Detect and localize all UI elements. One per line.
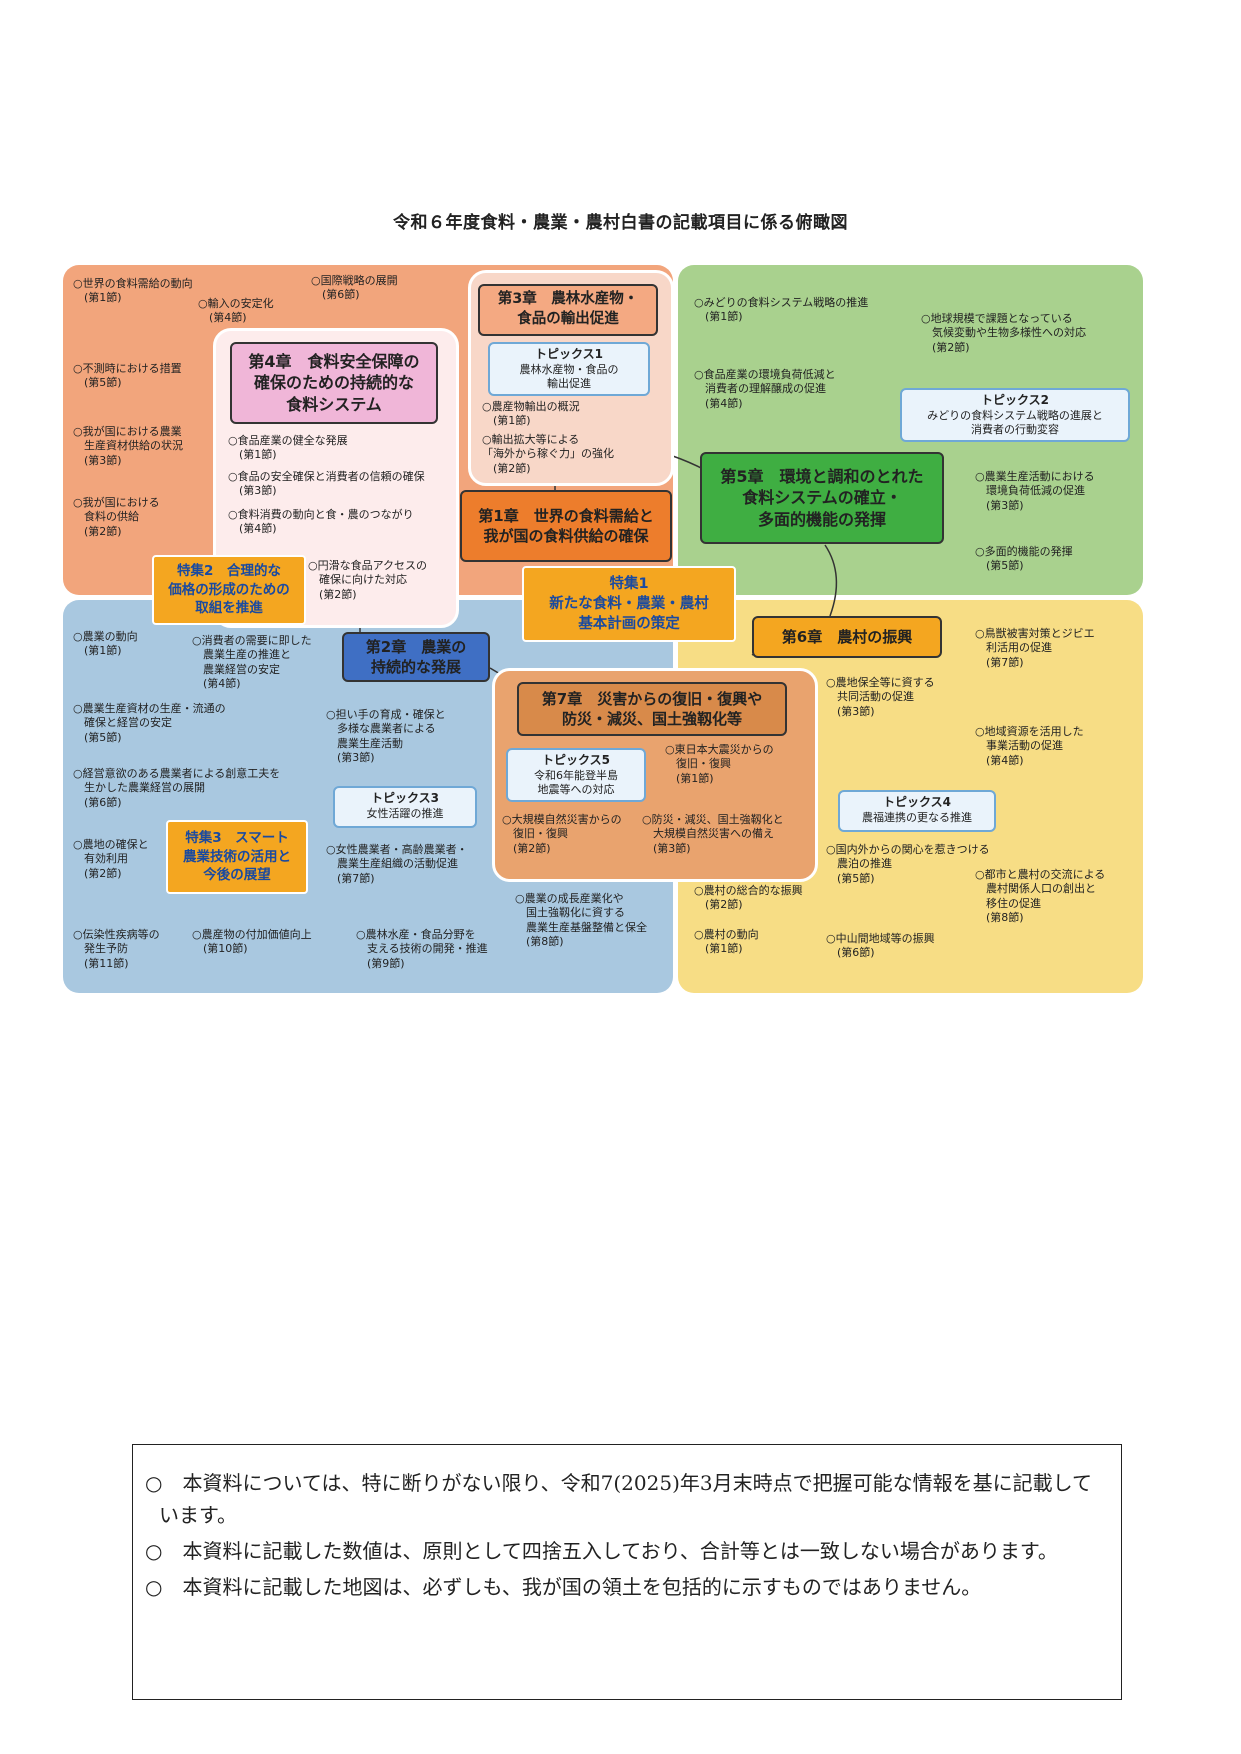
special2-label: 特集2 合理的な 価格の形成のための 取組を推進 (168, 562, 290, 617)
topic4-text: 農福連携の更なる推進 (862, 810, 972, 824)
item-great-east-japan-recovery: ○東日本大震災からの 復旧・復興 (第1節) (665, 743, 774, 785)
topic2-heading: トピックス2 (981, 393, 1049, 407)
note-1: ○ 本資料については、特に断りがない限り、令和7(2025)年3月末時点で把握可… (145, 1471, 1093, 1527)
item-materials-distribution: ○農業生産資材の生産・流通の 確保と経営の安定 (第5節) (73, 702, 226, 744)
item-nohaku: ○国内外からの関心を惹きつける 農泊の推進 (第5節) (826, 843, 990, 885)
topic5-heading: トピックス5 (542, 753, 610, 767)
item-food-safety: ○食品の安全確保と消費者の信頼の確保 (第3節) (228, 470, 425, 498)
item-infrastructure: ○農業の成長産業化や 国土強靱化に資する 農業生産基盤整備と保全 (第8節) (515, 892, 647, 948)
chapter4-box: 第4章 食料安全保障の 確保のための持続的な 食料システム (230, 342, 438, 424)
item-emergency-measures: ○不測時における措置 (第5節) (73, 362, 182, 390)
chapter6-label: 第6章 農村の振興 (781, 627, 913, 646)
item-food-industry: ○食品産業の健全な発展 (第1節) (228, 434, 348, 462)
chapter1-label: 第1章 世界の食料需給と 我が国の食料供給の確保 (478, 506, 654, 545)
item-food-consumption: ○食料消費の動向と食・農のつながり (第4節) (228, 508, 414, 536)
chapter3-label: 第3章 農林水産物・ 食品の輸出促進 (497, 291, 639, 327)
item-urban-rural-exchange: ○都市と農村の交流による 農村関係人口の創出と 移住の促進 (第8節) (975, 868, 1106, 924)
item-wildlife-damage: ○鳥獣被害対策とジビエ 利活用の促進 (第7節) (975, 627, 1095, 669)
item-rural-trends: ○農村の動向 (第1節) (694, 928, 759, 956)
topic4-box: トピックス4 農福連携の更なる推進 (838, 790, 996, 832)
item-hilly-areas: ○中山間地域等の振興 (第6節) (826, 932, 935, 960)
item-import-stabilization: ○輸入の安定化 (第4節) (198, 297, 274, 325)
item-export-expansion: ○輸出拡大等による 「海外から稼ぐ力」の強化 (第2節) (482, 433, 614, 475)
special3-label: 特集3 スマート 農業技術の活用と 今後の展望 (183, 829, 291, 884)
item-agriculture-trends: ○農業の動向 (第1節) (73, 630, 138, 658)
notes-box: ○ 本資料については、特に断りがない限り、令和7(2025)年3月末時点で把握可… (132, 1444, 1122, 1700)
diagram-title: 令和６年度食料・農業・農村白書の記載項目に係る俯瞰図 (393, 213, 848, 233)
item-local-resources: ○地域資源を活用した 事業活動の促進 (第4節) (975, 725, 1084, 767)
chapter3-box: 第3章 農林水産物・ 食品の輸出促進 (478, 284, 658, 336)
item-international-strategy: ○国際戦略の展開 (第6節) (311, 274, 398, 302)
item-farmer-development: ○担い手の育成・確保と 多様な農業者による 農業生産活動 (第3節) (326, 708, 446, 764)
chapter5-box: 第5章 環境と調和のとれた 食料システムの確立・ 多面的機能の発揮 (700, 452, 944, 544)
item-export-overview: ○農産物輸出の概況 (第1節) (482, 400, 580, 428)
item-demand-based-production: ○消費者の需要に即した 農業生産の推進と 農業経営の安定 (第4節) (192, 634, 312, 690)
item-rural-promotion: ○農村の総合的な振興 (第2節) (694, 884, 803, 912)
chapter7-box: 第7章 災害からの復旧・復興や 防災・減災、国土強靱化等 (517, 682, 787, 736)
chapter2-label: 第2章 農業の 持続的な発展 (365, 637, 467, 676)
item-disaster-recovery: ○大規模自然災害からの 復旧・復興 (第2節) (502, 813, 622, 855)
topic4-heading: トピックス4 (883, 795, 951, 809)
special1-box: 特集1 新たな食料・農業・農村 基本計画の策定 (522, 566, 736, 642)
item-technology-development: ○農林水産・食品分野を 支える技術の開発・推進 (第9節) (356, 928, 488, 970)
item-food-access: ○円滑な食品アクセスの 確保に向けた対応 (第2節) (308, 559, 428, 601)
topic3-heading: トピックス3 (371, 791, 439, 805)
item-women-elderly-farmers: ○女性農業者・高齢農業者・ 農業生産組織の活動促進 (第7節) (326, 843, 468, 885)
item-climate-biodiversity: ○地球規模で課題となっている 気候変動や生物多様性への対応 (第2節) (921, 312, 1086, 354)
item-farmland-conservation: ○農地保全等に資する 共同活動の促進 (第3節) (826, 676, 935, 718)
topic1-heading: トピックス1 (535, 347, 603, 361)
connector-ch5-ch6 (824, 544, 838, 617)
topic5-box: トピックス5 令和6年能登半島 地震等への対応 (506, 748, 646, 802)
item-multifunctionality: ○多面的機能の発揮 (第5節) (975, 545, 1073, 573)
chapter7-label: 第7章 災害からの復旧・復興や 防災・減災、国土強靱化等 (541, 689, 763, 728)
topic1-box: トピックス1 農林水産物・食品の 輸出促進 (488, 342, 650, 396)
item-disease-prevention: ○伝染性疾病等の 発生予防 (第11節) (73, 928, 160, 970)
topic5-text: 令和6年能登半島 地震等への対応 (534, 768, 618, 796)
note-3: ○ 本資料に記載した地図は、必ずしも、我が国の領土を包括的に示すものではありませ… (145, 1575, 982, 1599)
topic2-box: トピックス2 みどりの食料システム戦略の進展と 消費者の行動変容 (900, 388, 1130, 442)
item-domestic-food-supply: ○我が国における 食料の供給 (第2節) (73, 496, 160, 538)
item-value-added: ○農産物の付加価値向上 (第10節) (192, 928, 312, 956)
item-midori-strategy: ○みどりの食料システム戦略の推進 (第1節) (694, 296, 869, 324)
special1-label: 特集1 新たな食料・農業・農村 基本計画の策定 (549, 575, 709, 633)
chapter4-label: 第4章 食料安全保障の 確保のための持続的な 食料システム (248, 351, 420, 414)
topic3-text: 女性活躍の推進 (366, 806, 444, 820)
chapter5-label: 第5章 環境と調和のとれた 食料システムの確立・ 多面的機能の発揮 (720, 466, 924, 529)
item-disaster-preparedness: ○防災・減災、国土強靱化と 大規模自然災害への備え (第3節) (642, 813, 784, 855)
item-farm-management: ○経営意欲のある農業者による創意工夫を 生かした農業経営の展開 (第6節) (73, 767, 281, 809)
topic2-text: みどりの食料システム戦略の進展と 消費者の行動変容 (927, 408, 1103, 436)
item-world-food-supply: ○世界の食料需給の動向 (第1節) (73, 277, 193, 305)
special3-box: 特集3 スマート 農業技術の活用と 今後の展望 (166, 820, 308, 894)
chapter2-box: 第2章 農業の 持続的な発展 (342, 632, 490, 682)
special2-box: 特集2 合理的な 価格の形成のための 取組を推進 (152, 555, 306, 625)
item-farmland-use: ○農地の確保と 有効利用 (第2節) (73, 838, 149, 880)
note-2: ○ 本資料に記載した数値は、原則として四捨五入しており、合計等とは一致しない場合… (145, 1539, 1058, 1563)
topic3-box: トピックス3 女性活躍の推進 (333, 786, 477, 828)
chapter1-box: 第1章 世界の食料需給と 我が国の食料供給の確保 (460, 490, 672, 562)
item-agri-environment: ○農業生産活動における 環境負荷低減の促進 (第3節) (975, 470, 1095, 512)
topic1-text: 農林水産物・食品の 輸出促進 (519, 362, 619, 390)
item-production-materials: ○我が国における農業 生産資材供給の状況 (第3節) (73, 425, 183, 467)
item-food-industry-environment: ○食品産業の環境負荷低減と 消費者の理解醸成の促進 (第4節) (694, 368, 836, 410)
chapter6-box: 第6章 農村の振興 (752, 616, 942, 658)
